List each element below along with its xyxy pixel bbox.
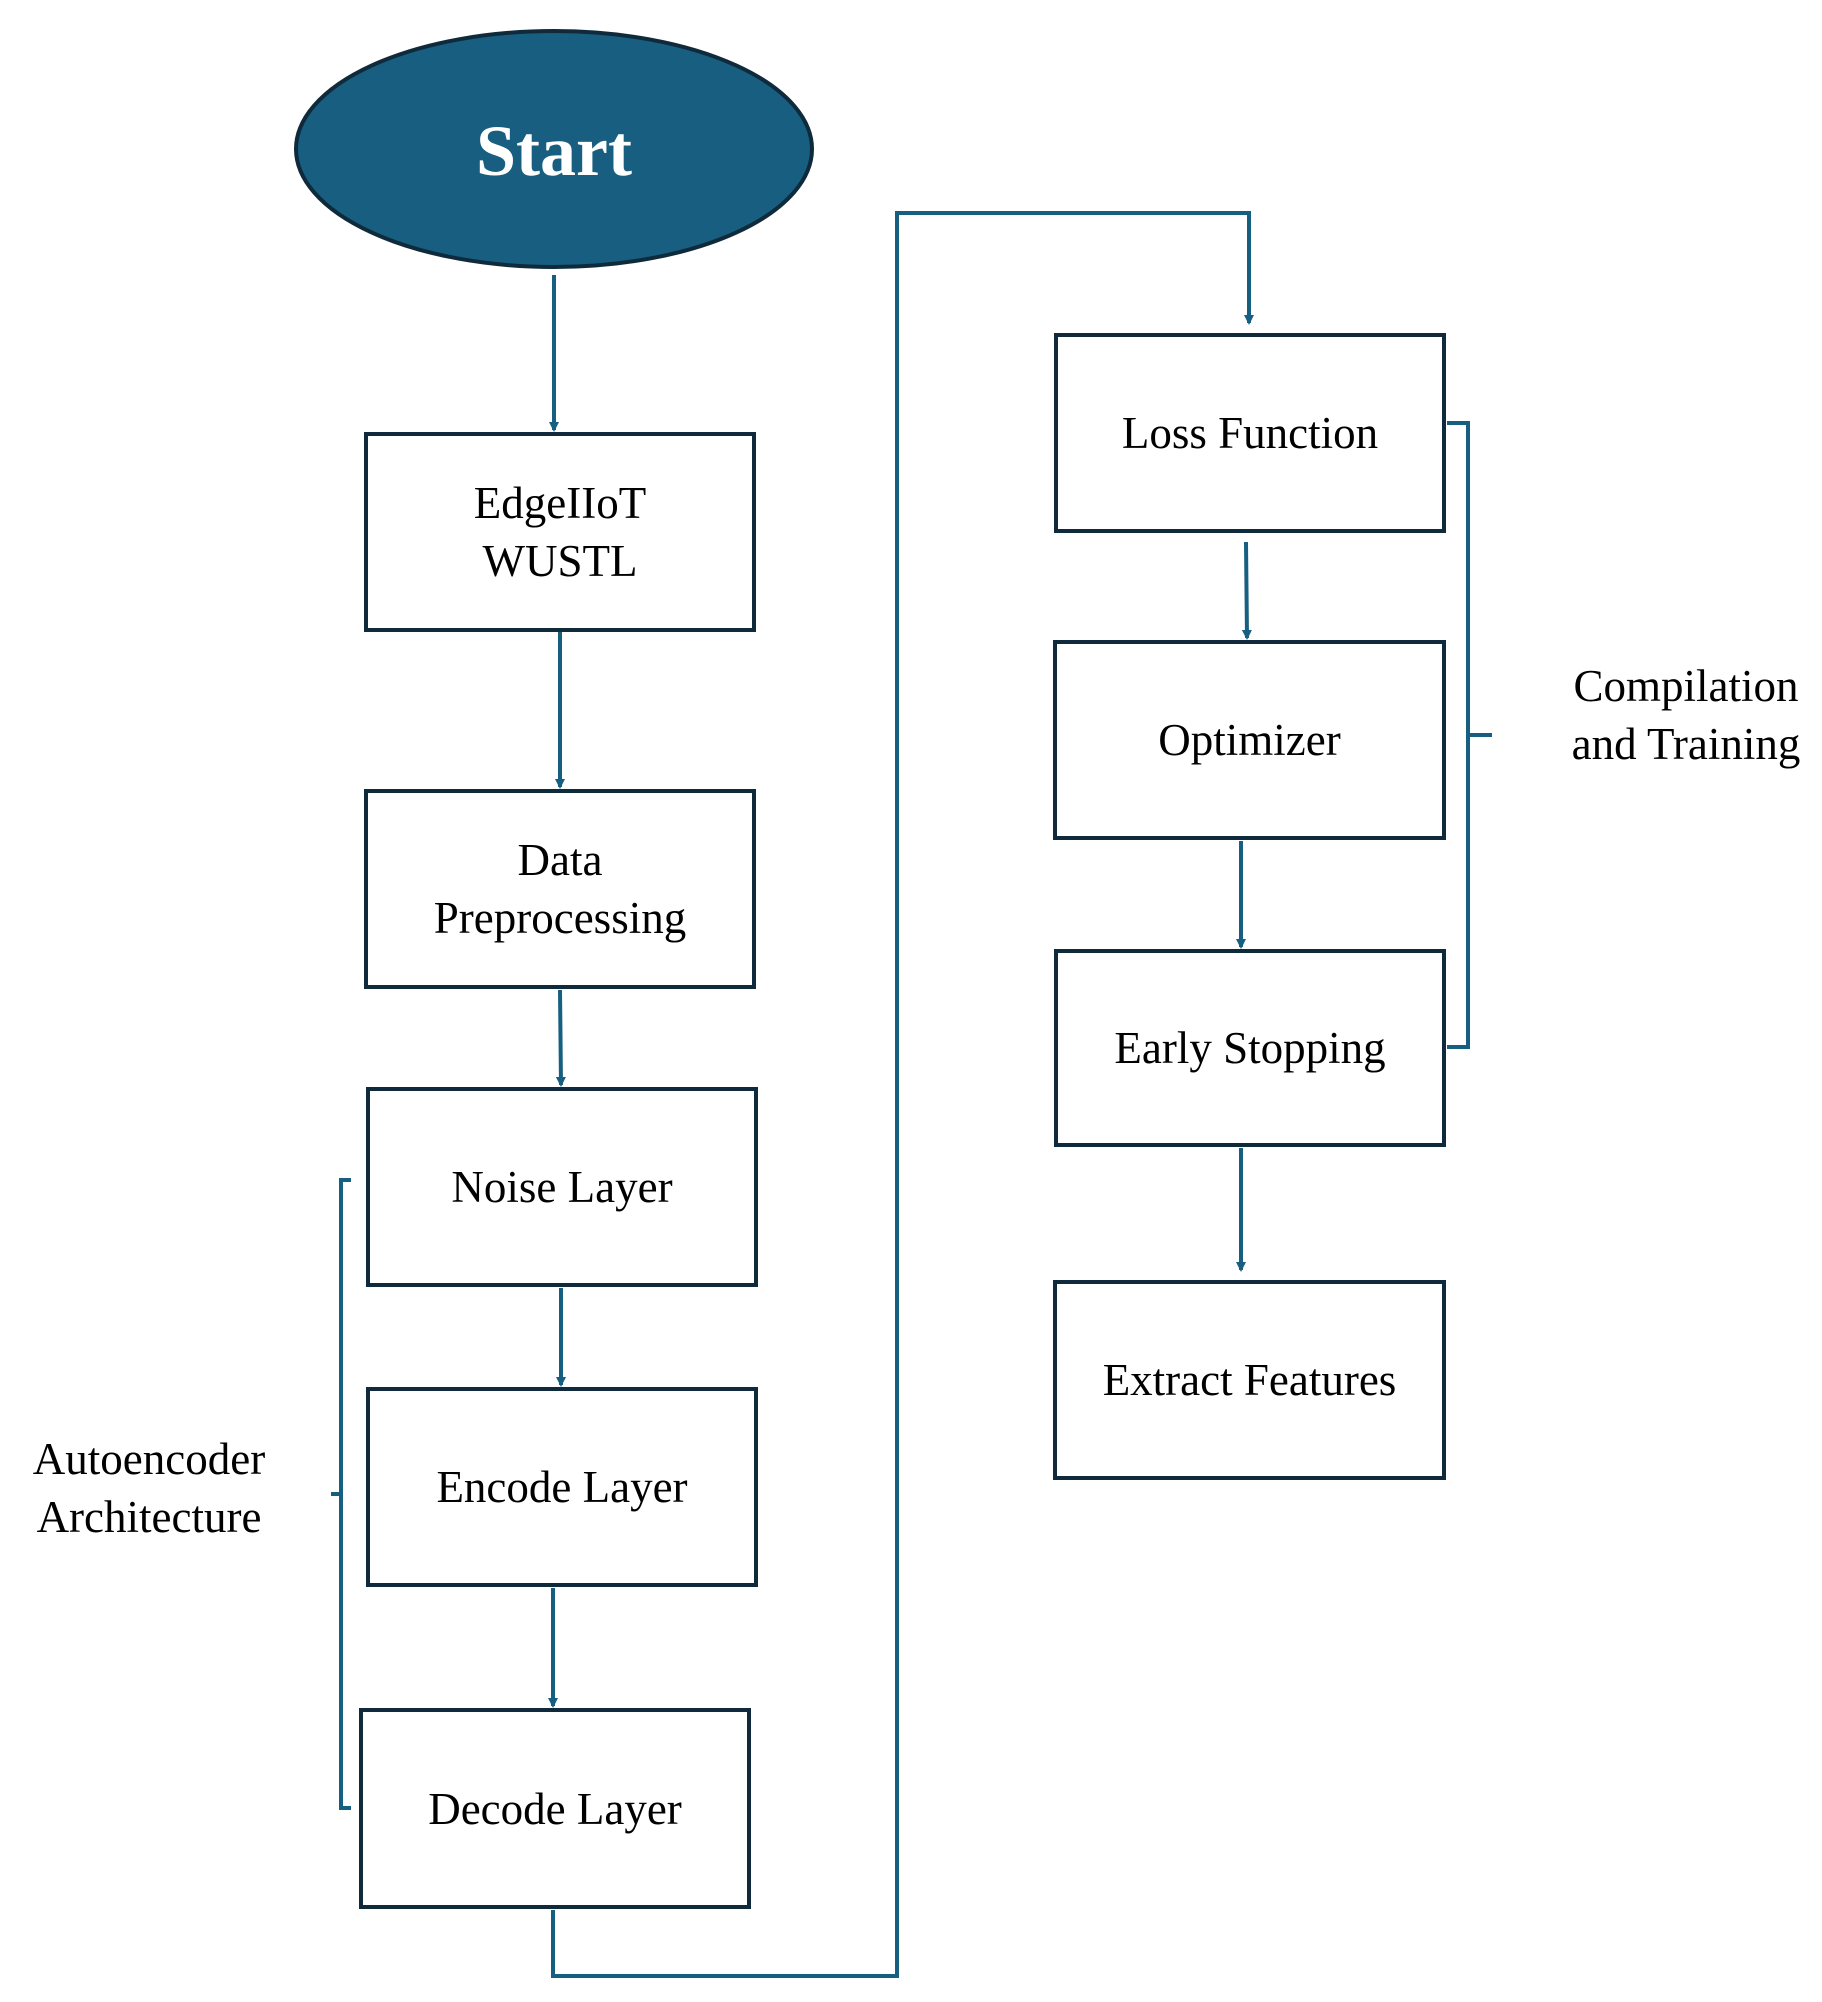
node-data-preprocessing-label: Data Preprocessing — [433, 835, 687, 943]
group-label-autoencoder: Autoencoder Architecture — [32, 1434, 266, 1542]
node-loss-function: Loss Function — [1054, 333, 1446, 533]
compilation-bracket — [1447, 421, 1492, 1049]
start-label: Start — [476, 111, 632, 191]
node-early-stopping-label: Early Stopping — [1114, 1023, 1386, 1073]
node-early-stopping: Early Stopping — [1054, 949, 1446, 1147]
node-data-preprocessing: Data Preprocessing — [364, 789, 756, 989]
arrow-loss-to-optimizer — [1241, 541, 1252, 640]
node-encode-layer-label: Encode Layer — [436, 1462, 688, 1512]
autoencoder-bracket — [331, 1178, 351, 1810]
start-node — [294, 29, 814, 269]
node-dataset: EdgeIIoT WUSTL — [364, 432, 756, 632]
node-decode-layer-label: Decode Layer — [428, 1783, 682, 1834]
node-extract-features: Extract Features — [1053, 1280, 1446, 1480]
node-encode-layer: Encode Layer — [366, 1387, 758, 1587]
group-label-compilation: Compilation and Training — [1571, 661, 1801, 769]
node-optimizer-label: Optimizer — [1158, 715, 1341, 765]
node-decode-layer: Decode Layer — [359, 1708, 751, 1909]
arrow-decode-to-loss — [551, 211, 1254, 1978]
node-optimizer: Optimizer — [1053, 640, 1446, 840]
node-noise-layer-label: Noise Layer — [451, 1162, 673, 1212]
node-loss-function-label: Loss Function — [1121, 408, 1379, 458]
node-dataset-label: EdgeIIoT WUSTL — [473, 478, 647, 586]
arrow-preprocessing-to-noise — [555, 989, 566, 1087]
node-noise-layer: Noise Layer — [366, 1087, 758, 1287]
node-extract-features-label: Extract Features — [1102, 1355, 1397, 1405]
